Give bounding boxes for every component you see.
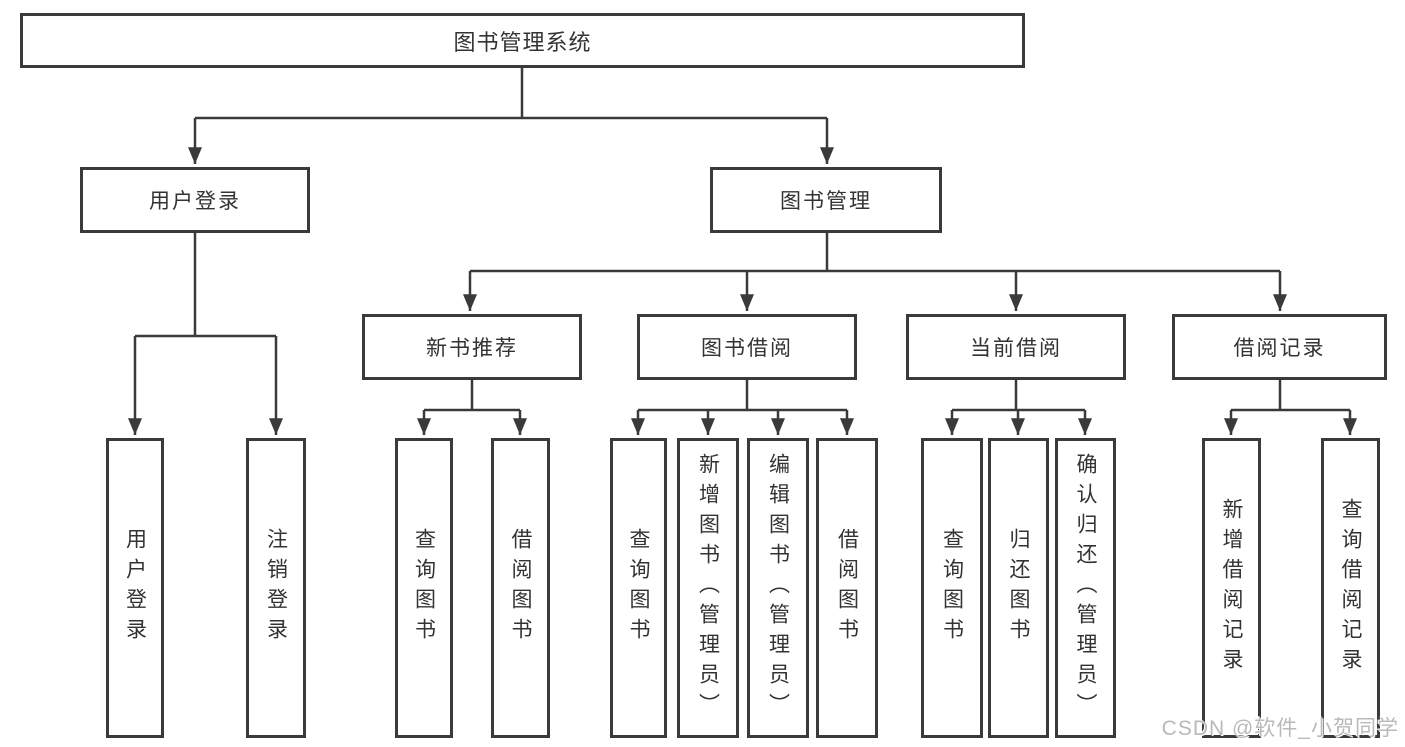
node-new-book-recommend: 新书推荐 bbox=[362, 314, 582, 380]
leaf-query-borrow-record-label: 查询借阅记录 bbox=[1339, 498, 1362, 678]
node-borrow-records-label: 借阅记录 bbox=[1233, 337, 1326, 360]
leaf-user-login-label: 用户登录 bbox=[123, 528, 147, 648]
leaf-query-borrow-record: 查询借阅记录 bbox=[1321, 438, 1380, 738]
node-current-borrow: 当前借阅 bbox=[906, 314, 1126, 380]
csdn-watermark: CSDN @软件_小贺同学 bbox=[1161, 717, 1399, 740]
leaf-borrow-books: 借阅图书 bbox=[816, 438, 878, 738]
leaf-borrow-books-label: 借阅图书 bbox=[835, 528, 859, 648]
leaf-add-borrow-record-label: 新增借阅记录 bbox=[1220, 498, 1243, 678]
leaf-user-login: 用户登录 bbox=[106, 438, 164, 738]
leaf-edit-books-admin-label: 编辑图书（管理员） bbox=[766, 453, 790, 723]
leaf-edit-books-admin: 编辑图书（管理员） bbox=[747, 438, 809, 738]
node-user-login: 用户登录 bbox=[80, 167, 310, 233]
leaf-logout: 注销登录 bbox=[246, 438, 306, 738]
leaf-confirm-return-admin-label: 确认归还（管理员） bbox=[1074, 453, 1097, 723]
node-new-book-recommend-label: 新书推荐 bbox=[426, 337, 518, 360]
node-book-borrow-label: 图书借阅 bbox=[701, 337, 793, 360]
node-user-login-label: 用户登录 bbox=[149, 190, 241, 213]
leaf-confirm-return-admin: 确认归还（管理员） bbox=[1055, 438, 1116, 738]
leaf-borrow-books-label: 借阅图书 bbox=[509, 528, 532, 648]
leaf-add-books-admin: 新增图书（管理员） bbox=[677, 438, 739, 738]
leaf-return-books-label: 归还图书 bbox=[1007, 528, 1030, 648]
node-borrow-records: 借阅记录 bbox=[1172, 314, 1387, 380]
node-current-borrow-label: 当前借阅 bbox=[970, 337, 1062, 360]
node-root-label: 图书管理系统 bbox=[453, 29, 592, 55]
node-book-management-label: 图书管理 bbox=[780, 190, 872, 213]
leaf-query-books-label: 查询图书 bbox=[627, 528, 650, 648]
leaf-return-books: 归还图书 bbox=[988, 438, 1049, 738]
node-book-borrow: 图书借阅 bbox=[637, 314, 857, 380]
leaf-query-books: 查询图书 bbox=[921, 438, 983, 738]
leaf-logout-label: 注销登录 bbox=[264, 528, 288, 648]
leaf-add-books-admin-label: 新增图书（管理员） bbox=[696, 453, 720, 723]
leaf-borrow-books: 借阅图书 bbox=[491, 438, 550, 738]
leaf-query-books: 查询图书 bbox=[610, 438, 667, 738]
leaf-add-borrow-record: 新增借阅记录 bbox=[1202, 438, 1261, 738]
node-root: 图书管理系统 bbox=[20, 13, 1025, 68]
leaf-query-books-label: 查询图书 bbox=[412, 528, 436, 648]
leaf-query-books-label: 查询图书 bbox=[940, 528, 964, 648]
node-book-management: 图书管理 bbox=[710, 167, 942, 233]
leaf-query-books: 查询图书 bbox=[395, 438, 453, 738]
